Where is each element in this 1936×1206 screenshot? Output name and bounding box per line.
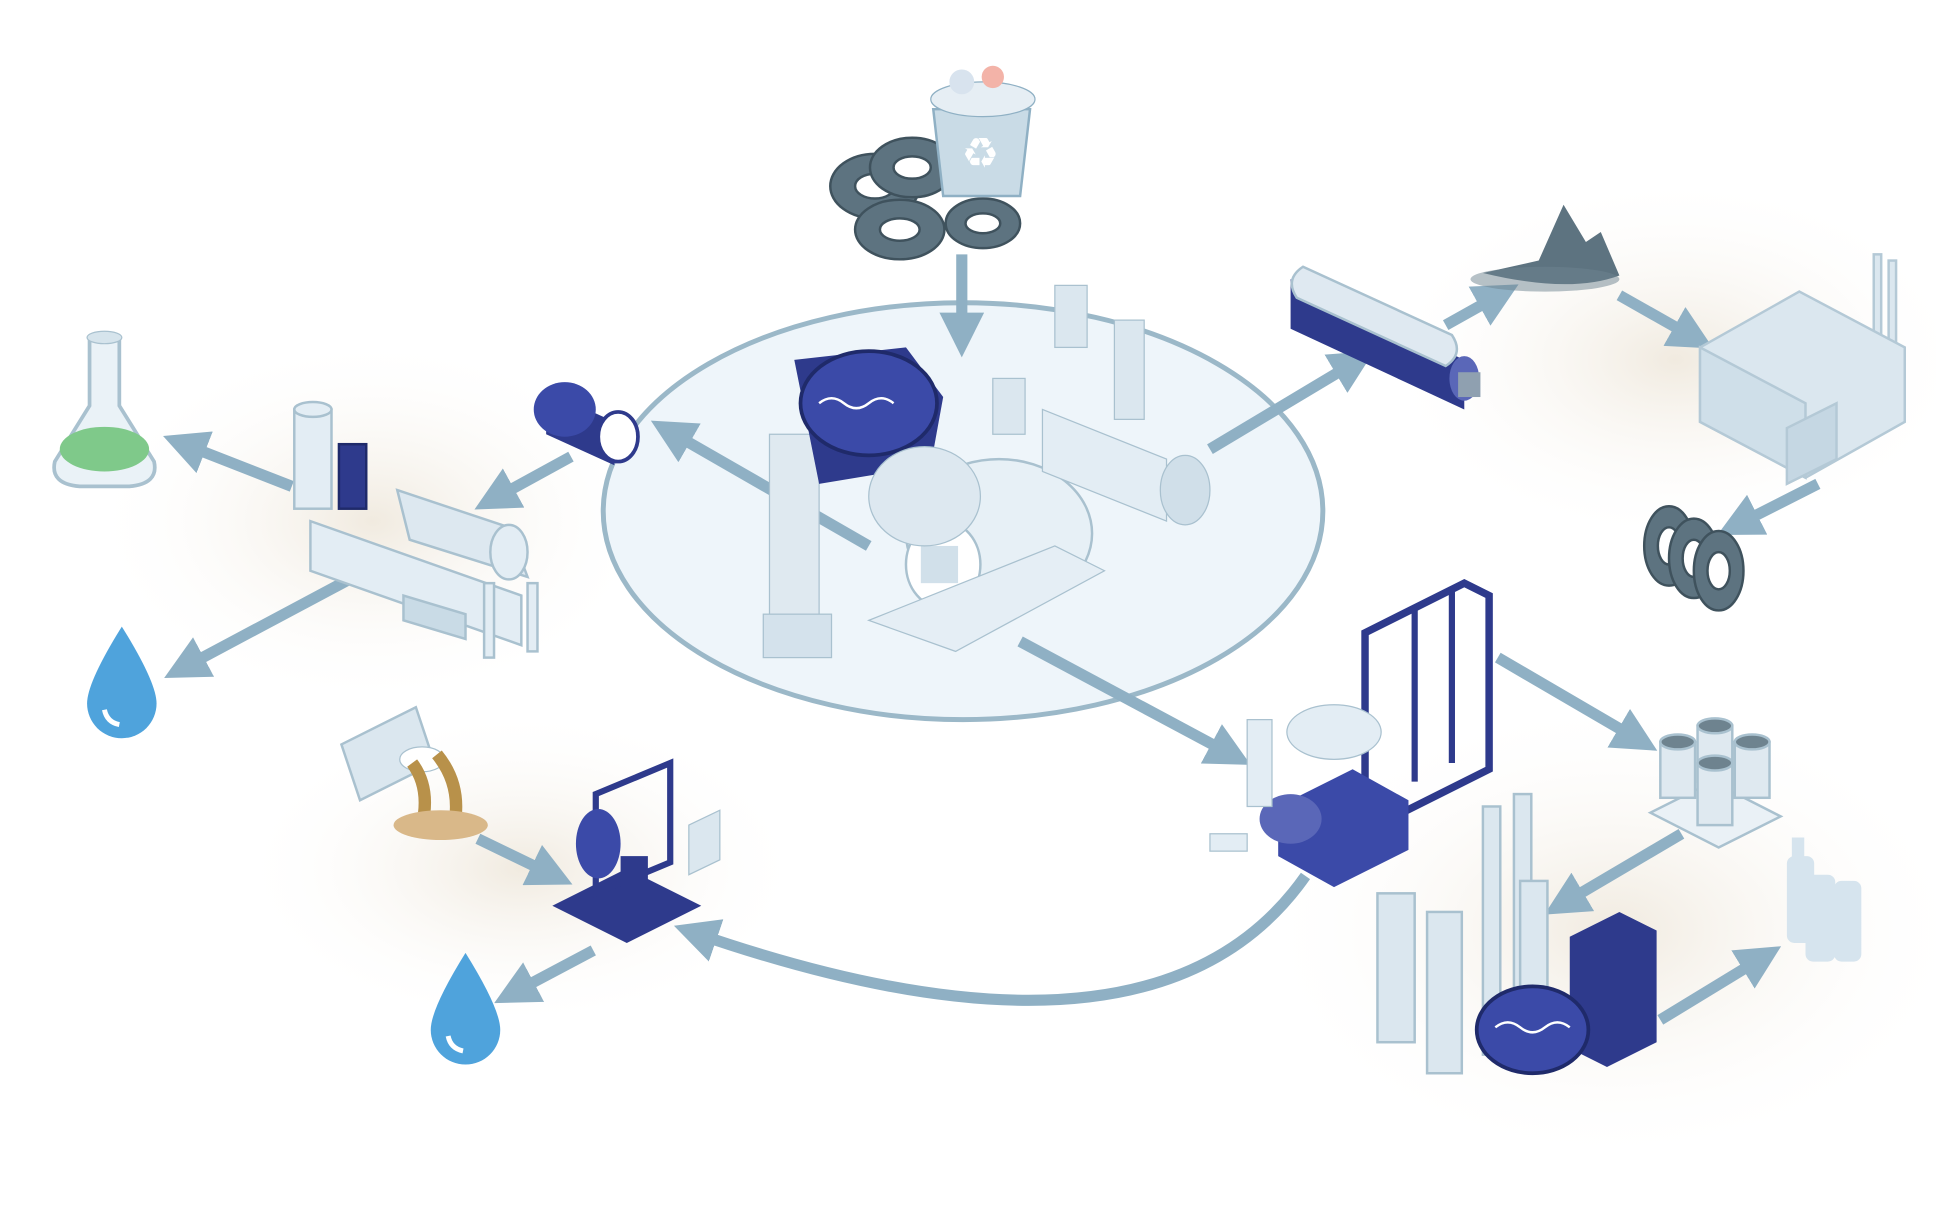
water-drop-icon	[87, 626, 157, 739]
oil-barrels-icon	[1647, 717, 1784, 849]
flask-icon	[52, 330, 157, 489]
processing-plant-icon	[293, 400, 539, 659]
arrow-separator-to-module-curve	[673, 872, 1311, 1006]
pyrolysis-reactor-icon	[762, 284, 1211, 659]
arrow-heater-to-plant	[474, 451, 574, 510]
tire-stack-icon	[829, 136, 1022, 261]
arrow-refinery-to-bottles	[1657, 946, 1782, 1025]
arrow-plant-to-water	[164, 572, 357, 679]
new-tires-icon	[1642, 504, 1745, 612]
carbon-black-pile-icon	[1470, 204, 1620, 292]
arrow-decanter-to-carbon	[1442, 284, 1519, 330]
arrow-carbon-to-factory	[1616, 290, 1714, 349]
arrow-separator-to-barrels	[1494, 652, 1658, 751]
factory-icon	[1698, 253, 1906, 486]
arrow-factory-to-tires	[1717, 478, 1821, 535]
refinery-icon	[1376, 792, 1657, 1076]
recycle-symbol: ♻	[962, 130, 1000, 177]
recycle-bin-icon: ♻	[930, 65, 1036, 198]
arrow-module-to-water	[494, 945, 596, 1004]
arrow-barrels-to-refinery	[1544, 828, 1685, 915]
arrow-reactor-to-decanter	[1207, 350, 1375, 454]
arrow-reactor-to-separator	[1017, 636, 1251, 765]
separator-skid-icon	[1209, 578, 1493, 888]
arrow-outfall-to-module	[475, 833, 573, 886]
treatment-module-icon	[552, 758, 721, 943]
bottles-icon	[1786, 837, 1862, 962]
water-drop-icon	[430, 952, 501, 1065]
decanter-icon	[1290, 265, 1481, 410]
outfall-pipe-icon	[339, 705, 488, 840]
heater-icon	[533, 382, 640, 466]
arrow-plant-to-flask	[163, 431, 294, 492]
